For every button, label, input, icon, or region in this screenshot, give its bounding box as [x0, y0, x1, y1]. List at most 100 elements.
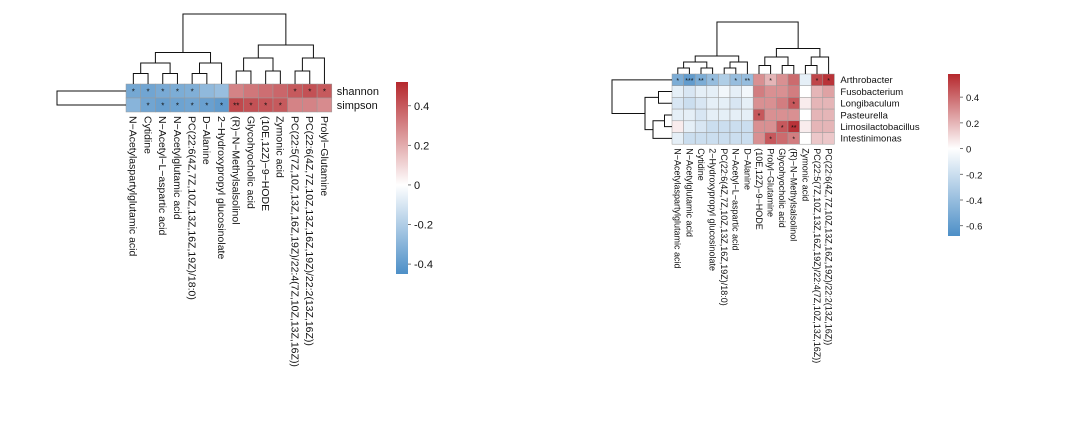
column-label: N−Acetylaspartylglutamic acid: [127, 116, 139, 257]
row-dendrogram-branch: [658, 91, 672, 104]
significance-mark: *: [711, 78, 714, 85]
column-dendrogram-branch: [775, 48, 821, 57]
heatmap-cell: [671, 97, 684, 110]
heatmap-cell: [718, 132, 731, 145]
heatmap-cell: [729, 108, 742, 122]
heatmap-cell: [822, 85, 835, 98]
row-label: Arthrobacter: [840, 75, 892, 86]
heatmap-cell: [694, 120, 708, 133]
heatmap-cell: [213, 83, 230, 99]
colorbar-tick-label: 0.2: [414, 140, 429, 152]
column-label: D−Alanine: [200, 116, 212, 165]
colorbar-tick-label: -0.2: [414, 220, 433, 232]
column-dendrogram-branch: [235, 70, 252, 84]
heatmap-cell: [706, 97, 719, 110]
heatmap-cell: [810, 108, 824, 122]
significance-mark: *: [264, 102, 267, 111]
significance-mark: *: [308, 88, 311, 97]
column-dendrogram-branch: [694, 55, 740, 62]
colorbar-tick-label: -0.2: [966, 170, 982, 181]
column-label: Zymonic acid: [800, 148, 810, 201]
heatmap-cell: [729, 85, 742, 98]
heatmap-cell: [718, 97, 731, 110]
significance-mark: **: [698, 78, 704, 85]
significance-mark: *: [161, 102, 164, 111]
heatmap-cell: [799, 97, 812, 110]
row-label: Fusobacterium: [840, 87, 903, 98]
column-label: (R)−N−Methylsalsolinol: [789, 148, 799, 241]
column-label: PC(22:5(7Z,10Z,13Z,16Z,19Z)/22:4(7Z,10Z,…: [288, 116, 300, 367]
significance-mark: *: [176, 102, 179, 111]
column-dendrogram-branch: [758, 65, 772, 74]
heatmap-cell: [243, 83, 259, 99]
column-label: 2−Hydroxypropyl glucosinolate: [215, 116, 227, 259]
column-dendrogram-branch: [257, 44, 314, 58]
heatmap-cell: [258, 83, 274, 99]
column-dendrogram-branch: [677, 67, 690, 74]
column-dendrogram-branch: [683, 61, 708, 68]
significance-mark: *: [205, 102, 208, 111]
significance-mark: *: [816, 78, 819, 85]
column-label: Glycohyocholic acid: [777, 148, 787, 228]
heatmap-cell: [729, 120, 742, 133]
significance-mark: *: [792, 101, 795, 108]
heatmap-cell: [822, 97, 835, 110]
column-dendrogram-branch: [132, 73, 149, 84]
column-label: PC(22:6(4Z,7Z,10Z,13Z,16Z,19Z)/22:2(13Z,…: [303, 116, 315, 346]
heatmap-cell: [671, 120, 684, 133]
significance-mark: *: [323, 88, 326, 97]
heatmap-cell: [316, 97, 333, 113]
column-dendrogram-branch: [191, 73, 208, 84]
heatmap-cell: [787, 85, 800, 98]
heatmap-panel-left: *******************shannonsimpsonN−Acety…: [56, 13, 433, 367]
column-label: N−Acetylglutamic acid: [171, 116, 183, 220]
heatmap-cell: [683, 85, 696, 98]
column-dendrogram-branch: [243, 57, 274, 71]
column-label: PC(22:6(4Z,7Z,10Z,13Z,16Z,19Z)/18:0): [185, 116, 197, 300]
column-label: N−Acetyl−L−aspartic acid: [156, 116, 168, 236]
column-dendrogram-branch: [294, 70, 311, 84]
row-dendrogram-branch: [56, 90, 126, 106]
heatmap-cell: [741, 97, 754, 110]
row-label: simpson: [337, 100, 378, 112]
significance-mark: ***: [685, 78, 693, 85]
heatmap-cell: [776, 132, 789, 145]
column-dendrogram-branch: [781, 65, 795, 74]
row-dendrogram-root: [611, 79, 672, 114]
heatmap-cell: [199, 83, 215, 99]
column-label: N−Acetylglutamic acid: [684, 148, 694, 237]
significance-mark: *: [191, 88, 194, 97]
row-dendrogram-branch: [644, 96, 659, 131]
colorbar-tick-label: 0: [966, 145, 971, 156]
heatmap-cell: [694, 108, 708, 122]
row-label: shannon: [337, 86, 379, 98]
heatmap-cell: [810, 97, 824, 110]
heatmap-cell: [799, 120, 812, 133]
row-dendrogram-branch: [652, 120, 672, 139]
significance-mark: *: [279, 102, 282, 111]
column-dendrogram-branch: [804, 65, 818, 74]
column-dendrogram-root: [716, 21, 799, 56]
colorbar-tick-label: -0.4: [414, 259, 433, 271]
significance-mark: *: [676, 78, 679, 85]
heatmap-cell: [683, 120, 696, 133]
significance-mark: *: [220, 102, 223, 111]
colorbar: [948, 74, 960, 236]
heatmap-cell: [718, 120, 731, 133]
significance-mark: *: [769, 137, 772, 144]
significance-mark: *: [146, 102, 149, 111]
colorbar: [396, 82, 408, 274]
heatmap-cell: [718, 73, 731, 86]
heatmap-cell: [810, 85, 824, 98]
column-label: N−Acetyl−L−aspartic acid: [731, 148, 741, 250]
significance-mark: *: [769, 78, 772, 85]
heatmap-cell: [741, 132, 754, 145]
colorbar-tick-label: -0.6: [966, 222, 982, 233]
column-label: 2−Hydroxypropyl glucosinolate: [707, 148, 717, 271]
column-dendrogram-branch: [700, 67, 714, 74]
row-dendrogram-branch: [664, 114, 672, 128]
heatmap-cell: [822, 108, 835, 122]
heatmap-cell: [683, 132, 696, 145]
column-label: Glycohyocholic acid: [244, 116, 256, 209]
significance-mark: *: [792, 137, 795, 144]
